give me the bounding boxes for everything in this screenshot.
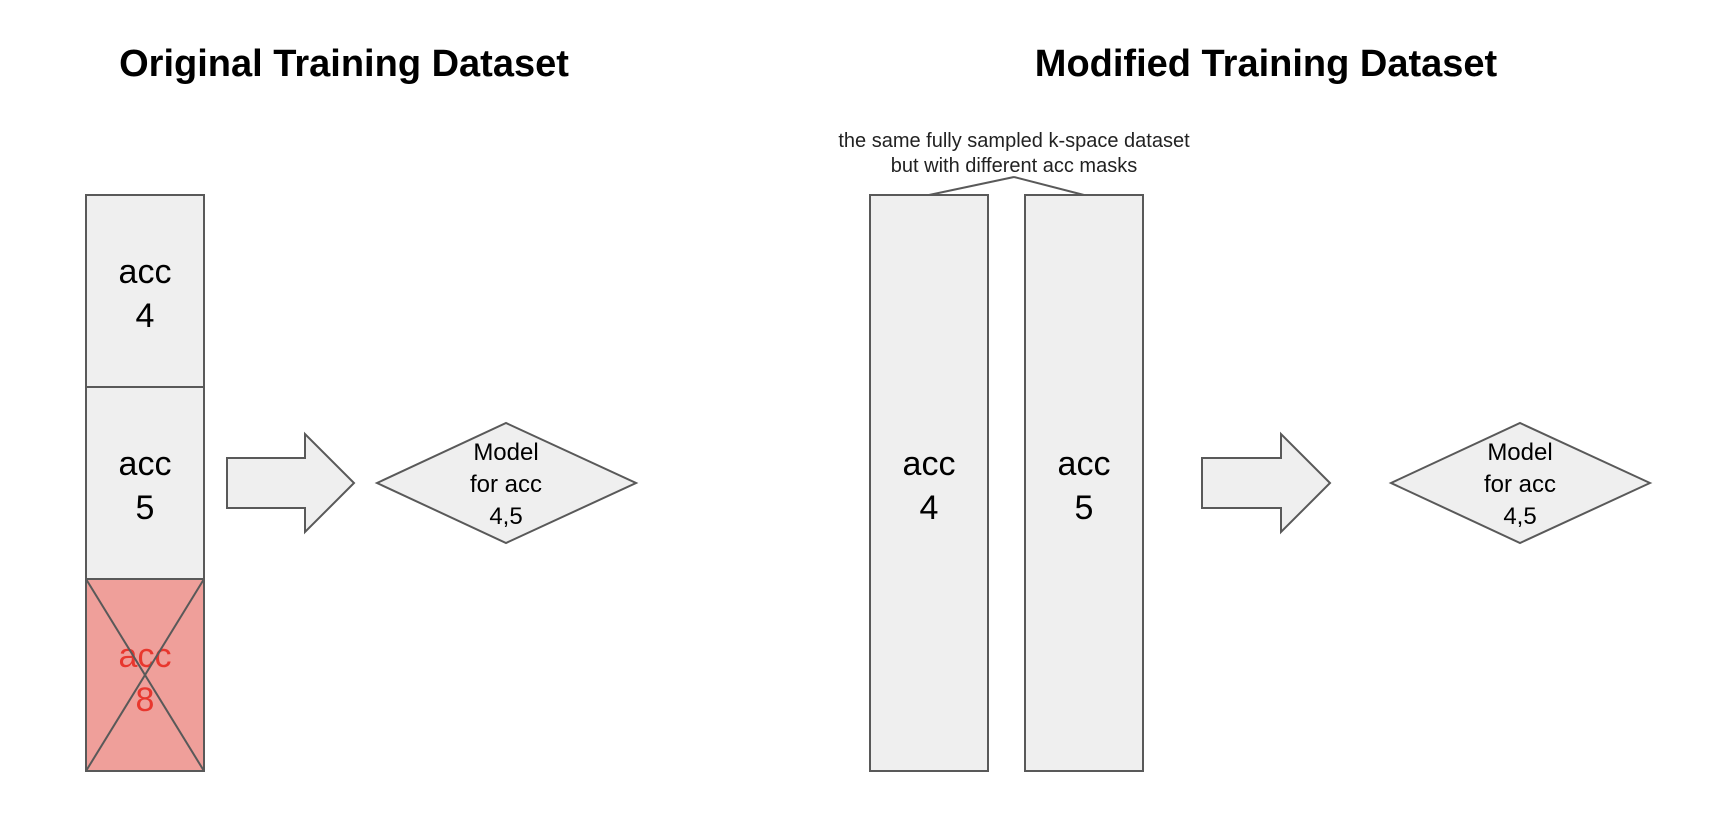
left-model-line3: 4,5 [489, 503, 522, 530]
note-bracket-left [928, 176, 1015, 196]
right-block-acc-5-box [1024, 194, 1144, 772]
left-panel-title: Original Training Dataset [119, 43, 569, 85]
left-block-acc-4-box [85, 194, 205, 388]
right-block-acc-4-line1: acc [903, 445, 956, 483]
left-block-acc-8-line2: 8 [136, 681, 155, 719]
left-block-acc-5-box [85, 386, 205, 580]
right-block-acc-5: acc 5 [1024, 194, 1144, 772]
note-bracket-right [1013, 176, 1085, 196]
right-model-line3: 4,5 [1503, 503, 1536, 530]
right-model-diamond: Model for acc 4,5 [1388, 421, 1653, 545]
left-block-acc-5-line1: acc [119, 445, 172, 483]
right-block-acc-5-line2: 5 [1075, 489, 1094, 527]
left-panel: Original Training Dataset acc 4 acc 5 ac… [85, 43, 639, 772]
left-model-line1: Model [473, 439, 538, 466]
right-model-diamond-shape [1388, 421, 1653, 545]
right-panel: Modified Training Dataset the same fully… [838, 43, 1653, 772]
left-model-diamond-shape [374, 421, 639, 545]
left-block-acc-5-line2: 5 [136, 489, 155, 527]
right-model-line2: for acc [1484, 471, 1556, 498]
left-arrow-right-icon [226, 431, 356, 535]
left-model-line2: for acc [470, 471, 542, 498]
note-line1: the same fully sampled k-space dataset [838, 130, 1190, 152]
left-block-acc-4: acc 4 [85, 194, 205, 388]
left-model-diamond: Model for acc 4,5 [374, 421, 639, 545]
right-block-acc-4-box [869, 194, 989, 772]
left-block-acc-4-line1: acc [119, 253, 172, 291]
left-block-acc-8-removed: acc 8 [85, 578, 205, 772]
cross-out-line-2 [85, 578, 205, 772]
note-line2: but with different acc masks [891, 155, 1137, 177]
right-arrow-right-icon [1201, 431, 1332, 535]
right-block-acc-4-line2: 4 [920, 489, 939, 527]
right-block-acc-5-line1: acc [1058, 445, 1111, 483]
right-block-acc-4: acc 4 [869, 194, 989, 772]
right-panel-title: Modified Training Dataset [1035, 43, 1498, 85]
left-block-acc-5: acc 5 [85, 386, 205, 580]
left-block-acc-4-line2: 4 [136, 297, 155, 335]
right-model-line1: Model [1487, 439, 1552, 466]
left-block-acc-8-line1: acc [119, 637, 172, 675]
